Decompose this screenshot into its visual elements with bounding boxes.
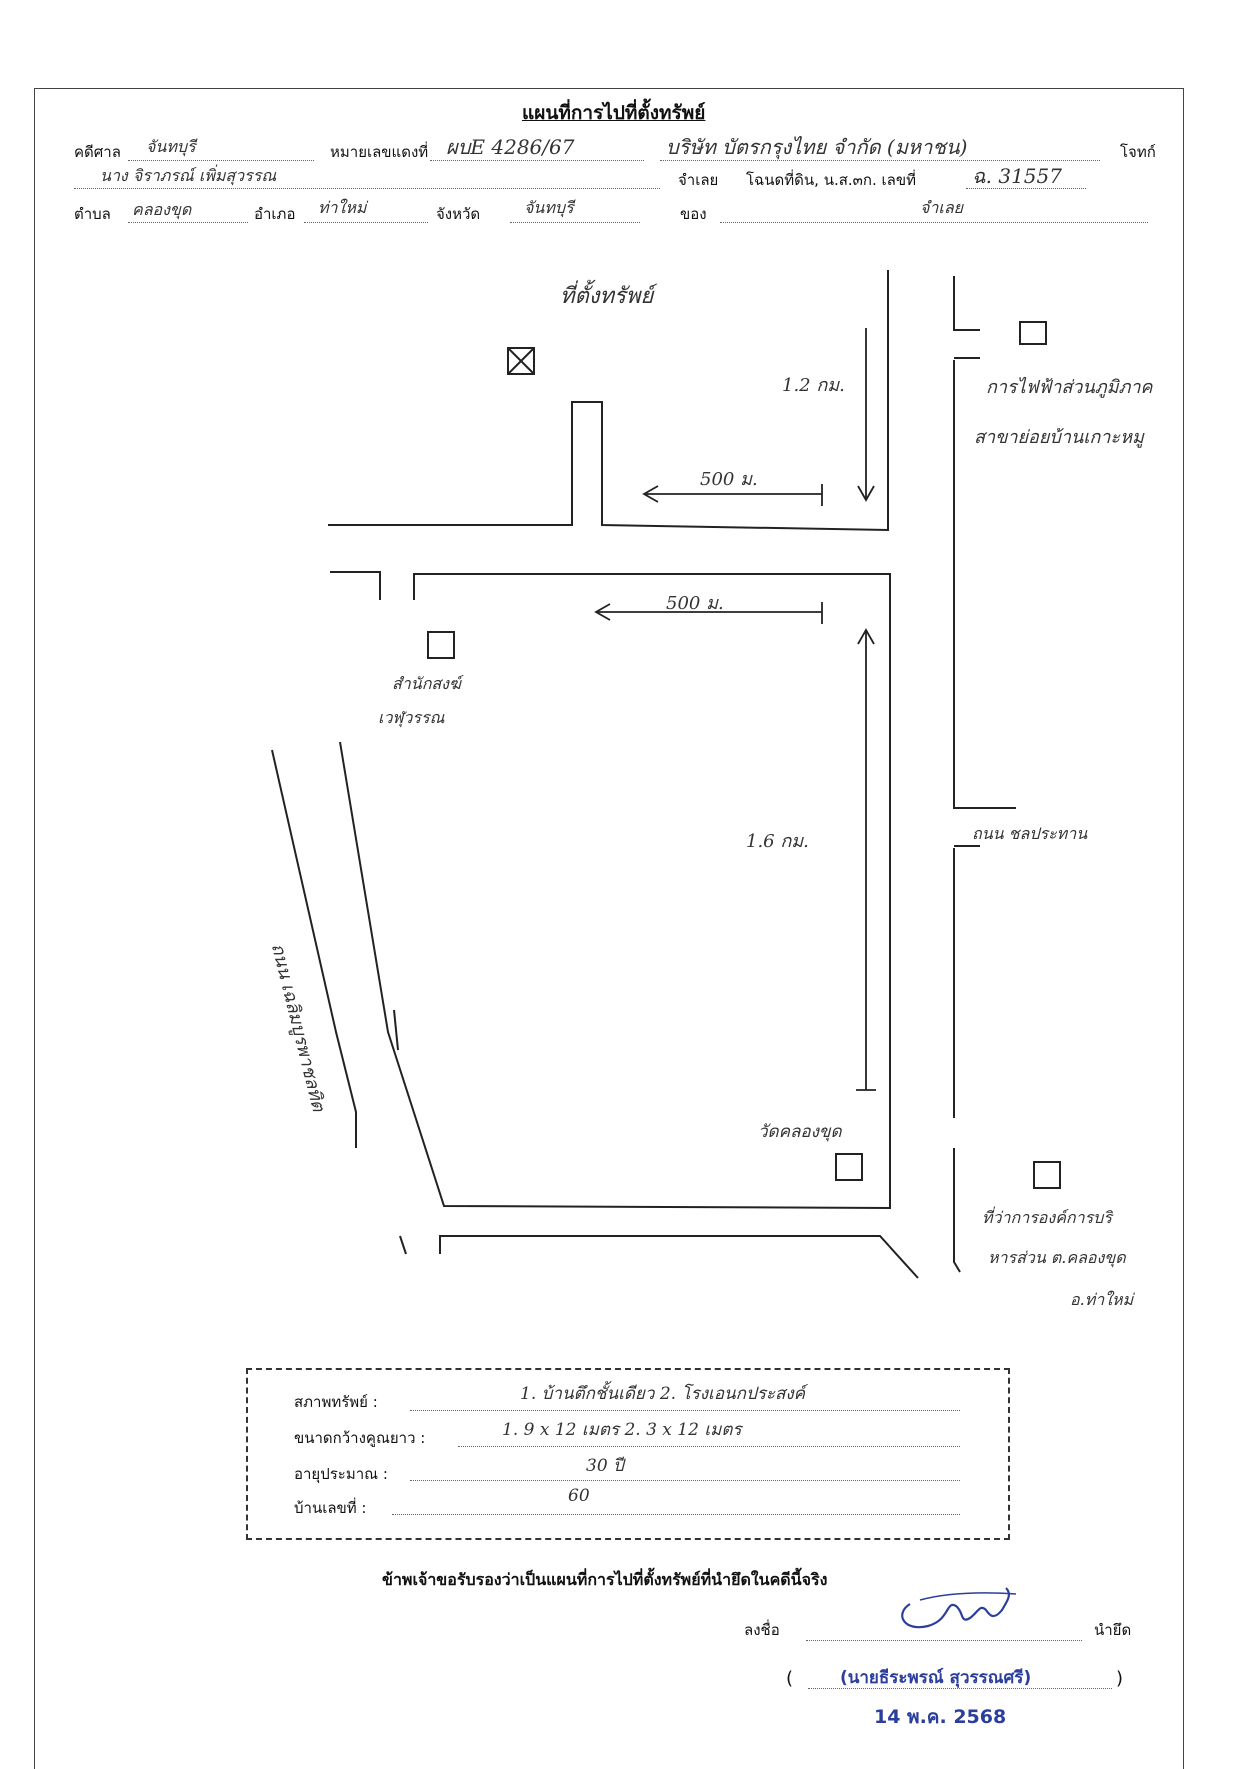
subdistrict-line [128,222,248,223]
owner-line [720,222,1148,223]
road-edge [328,270,889,532]
close-paren: ) [1116,1668,1124,1689]
property-marker [507,347,535,375]
case-no-value: ผบE 4286/67 [446,135,575,159]
monastery-marker [427,631,455,659]
electricity-office-marker [1019,321,1047,345]
distance-label-3: 500 ม. [666,593,724,614]
condition-line [410,1410,960,1411]
signatory-name: (นายธีระพรณ์ สุวรรณศรี) [840,1668,1032,1688]
province-value: จันทบุรี [524,198,574,217]
defendant-line [74,188,660,189]
case-no-line [430,160,644,161]
subdistrict-label: ตำบล [74,205,111,223]
distance-label-4: 1.6 กม. [746,831,809,852]
size-line [458,1446,960,1447]
document-title: แผนที่การไปที่ตั้งทรัพย์ [522,102,706,124]
court-line [128,160,314,161]
name-line [808,1688,1112,1689]
court-value: จันทบุรี [146,137,196,156]
owner-label: ของ [680,205,707,223]
plaintiff-label: โจทก์ [1120,143,1156,161]
district-office-label-1: ที่ว่าการองค์การบริ [982,1208,1112,1227]
district-value: ท่าใหม่ [318,198,367,217]
house-no-line [392,1514,960,1515]
province-label: จังหวัด [436,205,481,223]
defendant-label: จำเลย [678,171,719,189]
size-value: 1. 9 x 12 เมตร 2. 3 x 12 เมตร [502,1420,742,1440]
plaintiff-line [660,160,1100,161]
age-value: 30 ปี [586,1456,624,1476]
house-no-value: 60 [568,1486,590,1506]
road-edge [953,276,980,331]
temple-marker [835,1153,863,1181]
plaintiff-value: บริษัท บัตรกรุงไทย จำกัด (มหาชน) [666,135,968,159]
owner-value: จำเลย [920,198,964,217]
property-label: ที่ตั้งทรัพย์ [560,284,654,309]
road-edge [953,360,1016,809]
signature [901,1587,1017,1629]
defendant-value: นาง จิราภรณ์ เพิ่มสุวรรณ [100,166,277,185]
deed-line [966,188,1086,189]
condition-label: สภาพทรัพย์ : [294,1393,378,1411]
road-edge [271,749,357,1148]
sign-label: ลงชื่อ [744,1621,780,1639]
road-edge [339,573,891,1210]
certification-statement: ข้าพเจ้าขอรับรองว่าเป็นแผนที่การไปที่ตั้… [382,1570,828,1589]
district-label: อำเภอ [254,205,296,223]
open-paren: ( [786,1668,794,1689]
age-label: อายุประมาณ : [294,1465,388,1483]
distance-label-2: 500 ม. [700,469,758,490]
road-edge [439,1235,919,1279]
road-right-label: ถนน ชลประทาน [972,824,1088,843]
house-no-label: บ้านเลขที่ : [294,1499,367,1517]
court-label: คดีศาล [74,143,121,161]
temple-label: วัดคลองขุด [758,1122,842,1142]
road-edge [330,571,381,600]
district-line [304,222,428,223]
page-border [34,88,1184,1769]
signature-line [806,1640,1082,1641]
case-no-label: หมายเลขแดงที่ [330,143,429,161]
property-info-box [246,1368,1010,1540]
deed-label: โฉนดที่ดิน, น.ส.๓ก. เลขที่ [746,171,916,189]
distance-label-1: 1.2 กม. [782,375,845,396]
deed-value: ฉ. 31557 [972,164,1062,188]
road-edge [953,1148,961,1273]
monastery-label-1: สำนักสงฆ์ [392,674,461,693]
size-label: ขนาดกว้างคูณยาว : [294,1429,426,1447]
road-edge [393,1009,399,1051]
subdistrict-value: คลองขุด [132,200,192,219]
road-edge [399,1235,407,1255]
district-office-marker [1033,1161,1061,1189]
condition-value: 1. บ้านตึกชั้นเดียว 2. โรงเอนกประสงค์ [520,1384,806,1404]
electricity-label-2: สาขาย่อยบ้านเกาะหมู [974,427,1144,448]
province-line [510,222,640,223]
stamp-date: 14 พ.ค. 2568 [874,1706,1007,1728]
age-line [410,1480,960,1481]
role-label: นำยึด [1094,1621,1132,1639]
district-office-label-3: อ.ท่าใหม่ [1070,1290,1134,1309]
monastery-label-2: เวฬุวรรณ [378,708,445,727]
district-office-label-2: หารส่วน ต.คลองขุด [988,1248,1126,1267]
electricity-label-1: การไฟฟ้าส่วนภูมิภาค [986,377,1153,398]
